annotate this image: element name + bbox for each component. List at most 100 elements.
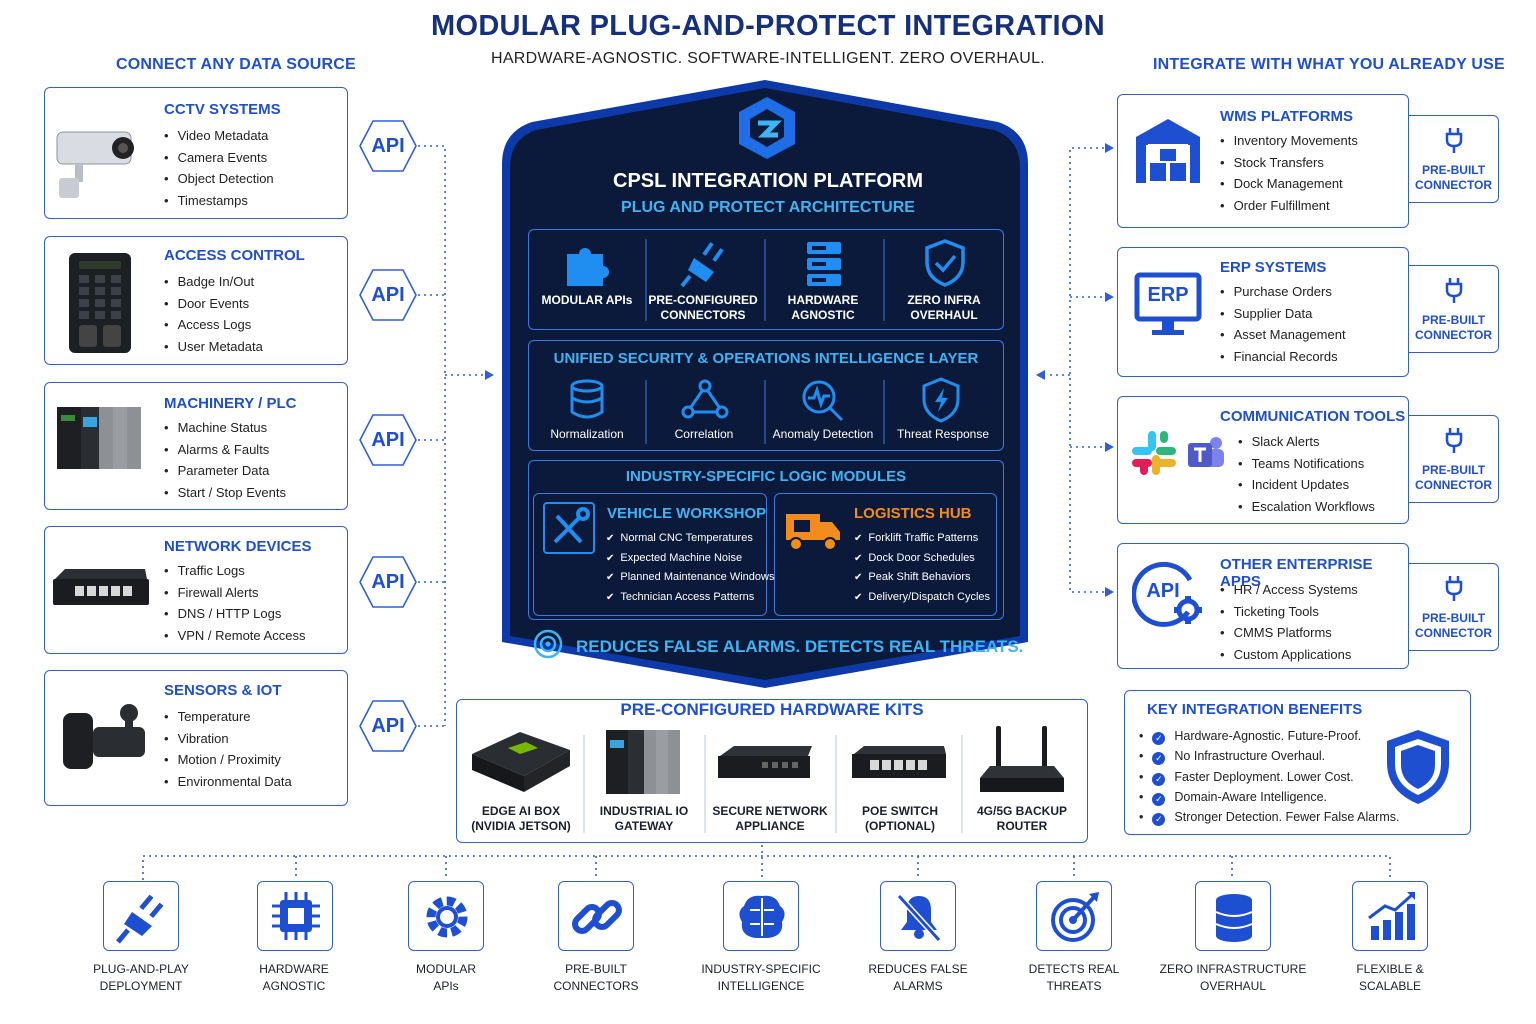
logic-modules-box xyxy=(528,460,1004,620)
hardware-kits-title: PRE-CONFIGURED HARDWARE KITS xyxy=(620,700,924,719)
api-gear-icon xyxy=(1132,561,1202,627)
network-nodes-icon xyxy=(681,379,729,419)
source-list: Badge In/OutDoor Events Access LogsUser … xyxy=(164,271,263,357)
shield-icon xyxy=(1387,730,1449,804)
app-card-enterprise: API OTHER ENTERPRISE APPS HR / Access Sy… xyxy=(1117,543,1409,669)
target-icon xyxy=(1051,892,1099,942)
plug-icon xyxy=(116,894,164,944)
benefits-title: KEY INTEGRATION BENEFITS xyxy=(1147,701,1363,718)
cctv-camera-icon xyxy=(56,131,134,198)
benefits-list: ✓Hardware-Agnostic. Future-Proof. ✓No In… xyxy=(1139,726,1399,827)
source-title: NETWORK DEVICES xyxy=(164,538,312,555)
plug-icon xyxy=(1445,128,1462,153)
slack-icon xyxy=(1132,431,1176,475)
database-icon xyxy=(1215,894,1253,942)
app-card-communication: COMMUNICATION TOOLS Slack AlertsTeams No… xyxy=(1117,396,1409,524)
backup-router-icon xyxy=(980,726,1064,792)
source-title: MACHINERY / PLC xyxy=(164,395,297,412)
io-gateway-icon xyxy=(606,730,680,794)
warehouse-icon xyxy=(1136,119,1200,183)
gear-icon xyxy=(426,896,468,938)
intelligence-layer-box xyxy=(528,340,1004,451)
bottom-label: FLEXIBLE &SCALABLE xyxy=(1356,962,1424,993)
source-card-machinery: MACHINERY / PLC Machine StatusAlarms & F… xyxy=(44,382,348,510)
source-title: CCTV SYSTEMS xyxy=(164,101,281,118)
check-icon: ✓ xyxy=(1152,792,1166,806)
bottom-tile-plug-and-play xyxy=(103,881,179,951)
platform-title: CPSL INTEGRATION PLATFORM xyxy=(613,170,923,192)
server-icon xyxy=(807,242,841,286)
magnifier-pulse-icon xyxy=(802,380,844,422)
poe-switch-icon xyxy=(852,746,946,778)
check-icon: ✓ xyxy=(1152,772,1166,786)
bottom-tile-zero-infra-overhaul xyxy=(1195,881,1271,951)
bottom-tile-hardware-agnostic xyxy=(257,881,333,951)
bottom-tile-flexible-scalable xyxy=(1352,881,1428,951)
kit-dividers xyxy=(583,735,963,833)
source-list: Video MetadataCamera Events Object Detec… xyxy=(164,125,274,211)
source-list: Machine StatusAlarms & Faults Parameter … xyxy=(164,417,286,503)
check-icon: ✓ xyxy=(1152,752,1166,766)
growth-chart-icon xyxy=(1368,892,1415,940)
page-title: MODULAR PLUG-AND-PROTECT INTEGRATION xyxy=(431,10,1105,42)
kit-poe-switch: POE SWITCH(OPTIONAL) xyxy=(861,804,938,833)
layer-item-threat-response: Threat Response xyxy=(896,427,990,441)
erp-monitor-icon xyxy=(1134,272,1202,335)
app-card-erp: ERP ERP SYSTEMS Purchase OrdersSupplier … xyxy=(1117,247,1409,377)
bottom-tile-prebuilt-connectors xyxy=(558,881,634,951)
api-badge: API xyxy=(358,555,418,609)
plug-icon xyxy=(1445,428,1462,453)
module-list: Forklift Traffic PatternsDock Door Sched… xyxy=(854,529,990,607)
left-column-title: CONNECT ANY DATA SOURCE xyxy=(116,56,356,73)
teams-icon xyxy=(1188,437,1224,467)
cpsl-logo-icon xyxy=(739,97,795,159)
source-list: Traffic LogsFirewall Alerts DNS / HTTP L… xyxy=(164,560,306,646)
plc-icon xyxy=(57,407,141,469)
layer-item-normalization: Normalization xyxy=(550,427,624,441)
logic-modules-title: INDUSTRY-SPECIFIC LOGIC MODULES xyxy=(625,468,907,485)
app-title: WMS PLATFORMS xyxy=(1220,108,1354,125)
plug-icon xyxy=(680,242,724,288)
erp-badge-text: ERP xyxy=(1147,284,1189,306)
app-card-wms: WMS PLATFORMS Inventory MovementsStock T… xyxy=(1117,94,1409,228)
shield-check-icon xyxy=(925,239,965,287)
check-icon: ✓ xyxy=(1152,732,1166,745)
api-badge: API xyxy=(358,268,418,322)
bottom-tile-industry-intelligence xyxy=(723,881,799,951)
keypad-icon xyxy=(69,253,131,353)
app-title: COMMUNICATION TOOLS xyxy=(1220,408,1406,425)
bottom-tile-modular-apis xyxy=(408,881,484,951)
source-card-access-control: ACCESS CONTROL Badge In/OutDoor Events A… xyxy=(44,236,348,365)
module-list: Normal CNC TemperaturesExpected Machine … xyxy=(606,529,774,607)
api-badge-text: API xyxy=(1146,580,1180,602)
app-title: ERP SYSTEMS xyxy=(1220,259,1327,276)
bottom-tile-detects-real-threats xyxy=(1036,881,1112,951)
layer-dividers xyxy=(645,380,885,444)
app-list: Inventory MovementsStock Transfers Dock … xyxy=(1220,130,1358,216)
database-icon xyxy=(570,379,604,419)
feature-modular-apis: MODULAR APIs xyxy=(541,293,633,307)
plug-icon xyxy=(1445,576,1462,601)
source-list: TemperatureVibration Motion / ProximityE… xyxy=(164,706,292,792)
api-badge: API xyxy=(358,699,418,753)
bottom-tile-reduces-false-alarms xyxy=(880,881,956,951)
source-title: SENSORS & IOT xyxy=(164,682,282,699)
api-badge: API xyxy=(358,119,418,173)
kit-edge-ai-box: EDGE AI BOX(NVIDIA JETSON) xyxy=(471,804,571,833)
app-list: Slack AlertsTeams Notifications Incident… xyxy=(1238,431,1375,517)
network-switch-icon xyxy=(53,569,149,605)
